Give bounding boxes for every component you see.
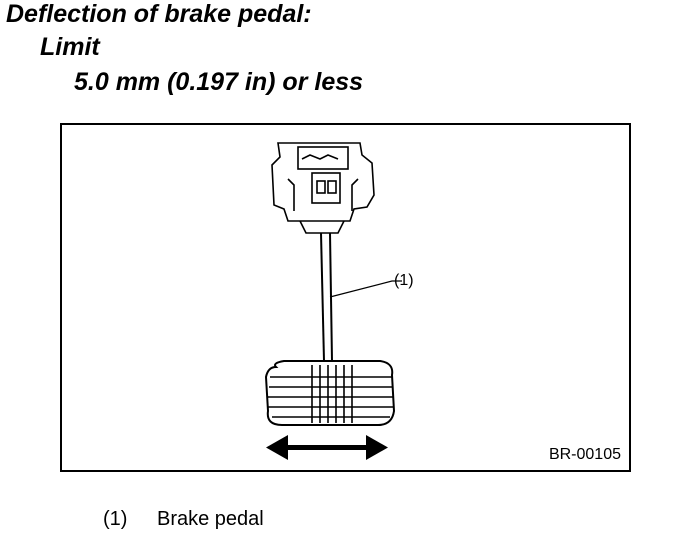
legend-item-text: Brake pedal: [157, 508, 264, 530]
figure-code: BR-00105: [548, 446, 621, 463]
heading-limit-label: Limit: [40, 33, 100, 61]
callout-label-1: (1): [394, 272, 414, 289]
legend-item-number: (1): [103, 508, 128, 530]
brake-pedal-illustration: [264, 142, 402, 460]
heading-limit-value: 5.0 mm (0.197 in) or less: [74, 68, 364, 96]
heading-title: Deflection of brake pedal:: [6, 0, 312, 28]
brake-pedal-figure: (1) BR-00105: [60, 123, 631, 472]
